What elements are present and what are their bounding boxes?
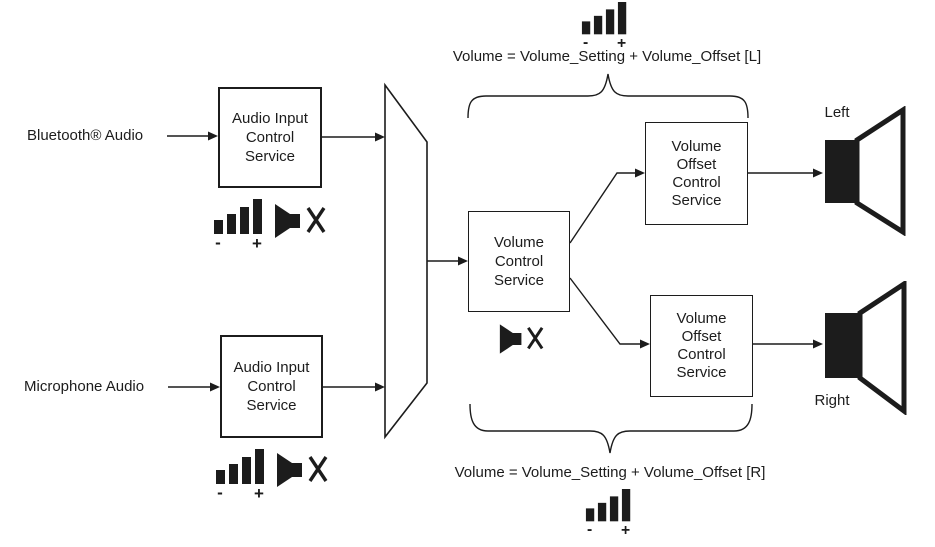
volume-bar xyxy=(229,464,238,484)
volume-bar xyxy=(609,496,619,522)
left-speaker-icon xyxy=(825,106,906,236)
volume-minus-label: - xyxy=(215,233,221,251)
speaker-horn xyxy=(854,106,906,236)
left-output-label: Left xyxy=(824,104,850,121)
mute-x-glyph xyxy=(308,456,328,482)
volume-bar xyxy=(621,489,631,522)
volume-bars-icon: - + xyxy=(214,199,262,251)
volume-bar xyxy=(581,21,591,35)
audio-input-control-service-bottom-box: Audio Input Control Service xyxy=(220,335,323,438)
volume-bar xyxy=(593,15,603,35)
mute-x-glyph xyxy=(306,207,326,233)
arrow-volume-control-to-offset-right xyxy=(569,277,650,349)
right-speaker-icon xyxy=(825,281,907,415)
volume-bars-icon: - + xyxy=(585,489,631,537)
bluetooth-audio-label: Bluetooth® Audio xyxy=(27,127,144,144)
volume-offset-control-service-left-box: Volume Offset Control Service xyxy=(645,122,748,225)
volume-bar xyxy=(242,457,251,484)
volume-bar xyxy=(585,508,595,522)
volume-offset-control-service-right-box: Volume Offset Control Service xyxy=(650,295,753,397)
volume-plus-label: + xyxy=(254,484,264,501)
volume-bars-icon: - + xyxy=(581,2,627,50)
mute-x-glyph xyxy=(527,326,544,350)
mute-speaker-icon xyxy=(275,204,326,238)
speaker-glyph xyxy=(277,453,302,487)
mute-speaker-icon xyxy=(499,324,544,354)
volume-bar xyxy=(216,470,225,484)
speaker-glyph xyxy=(499,324,522,354)
arrow-volume-control-to-offset-left xyxy=(569,168,645,244)
audio-input-control-service-top-box: Audio Input Control Service xyxy=(218,87,322,188)
volume-bar xyxy=(617,2,627,35)
formula-left-channel: Volume = Volume_Setting + Volume_Offset … xyxy=(452,48,762,65)
volume-bar xyxy=(240,207,249,234)
mixer-trapezoid xyxy=(384,82,428,440)
volume-minus-label: - xyxy=(583,34,588,50)
mute-speaker-icon xyxy=(277,453,328,487)
speaker-driver xyxy=(825,140,857,203)
speaker-driver xyxy=(825,313,860,378)
speaker-horn xyxy=(857,281,907,415)
volume-plus-label: + xyxy=(621,522,630,537)
volume-bar xyxy=(227,214,236,234)
volume-bar xyxy=(255,449,264,484)
volume-plus-label: + xyxy=(617,35,626,50)
volume-bar xyxy=(214,220,223,234)
volume-control-service-box: Volume Control Service xyxy=(468,211,570,312)
volume-minus-label: - xyxy=(587,521,592,537)
microphone-audio-label: Microphone Audio xyxy=(24,378,145,395)
volume-plus-label: + xyxy=(252,234,262,251)
speaker-glyph xyxy=(275,204,300,238)
volume-bar xyxy=(605,9,615,35)
right-output-label: Right xyxy=(814,392,850,409)
volume-bars-icon: - + xyxy=(216,449,264,501)
volume-bar xyxy=(253,199,262,234)
overbrace-left-channel xyxy=(467,73,749,119)
formula-right-channel: Volume = Volume_Setting + Volume_Offset … xyxy=(454,464,766,481)
volume-minus-label: - xyxy=(217,483,223,501)
volume-bar xyxy=(597,502,607,522)
underbrace-right-channel xyxy=(469,403,753,454)
